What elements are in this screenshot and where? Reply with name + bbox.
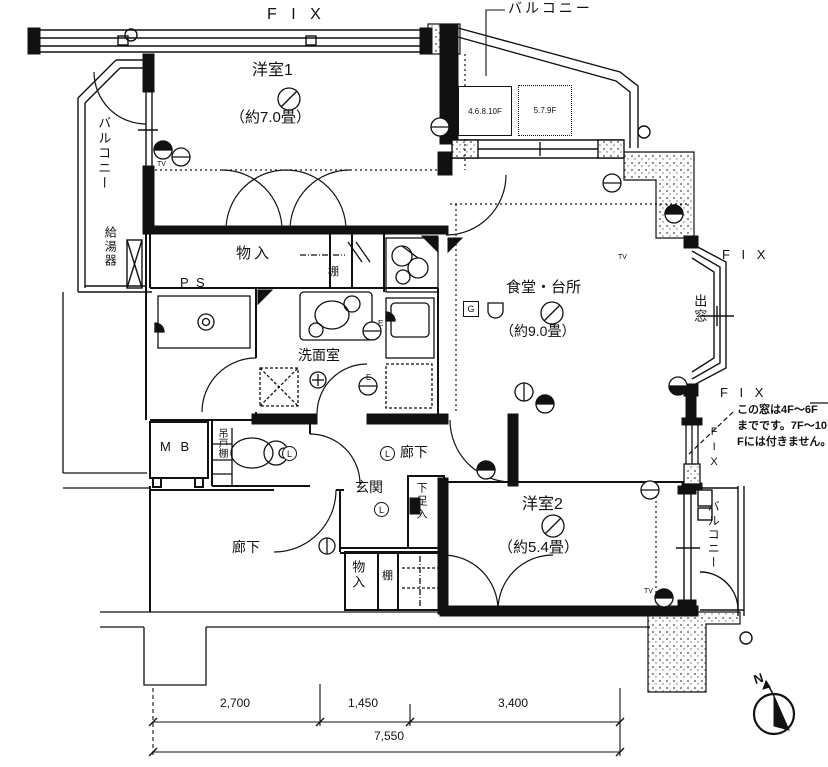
balcony-left-label: バルコニー	[96, 116, 112, 191]
fix-right-lower-label: F I X	[720, 385, 768, 400]
storage-top-label: 物入	[236, 245, 273, 262]
dim-seg2: 1,450	[348, 696, 379, 710]
fix-top-label: F I X	[267, 6, 326, 23]
ceiling-light-symbol	[277, 87, 565, 538]
floor-box-solid: 4.6.8.10F	[458, 86, 512, 136]
electrical-symbols	[153, 87, 688, 608]
dim-seg3: 3,400	[498, 696, 529, 710]
shelf-bottom-label: 棚	[382, 570, 393, 582]
fixtures	[154, 237, 504, 606]
dining-size: （約9.0畳）	[500, 323, 576, 339]
room2-name: 洋室2	[522, 496, 563, 513]
tv-label-3: TV	[644, 588, 653, 595]
genkan-label: 玄関	[355, 479, 383, 495]
site-outline	[62, 292, 828, 686]
tv-outlet-symbol	[153, 140, 684, 608]
door-arcs	[93, 71, 554, 611]
storage-bottom-label: 物入	[350, 560, 366, 590]
fix-window-top	[35, 29, 430, 53]
water-heater-label: 給湯器	[103, 226, 118, 268]
mb-label: M B	[160, 439, 193, 454]
corridor-label: 廊下	[232, 539, 260, 555]
ps-label: P S	[180, 275, 207, 290]
e-label-2: E	[366, 373, 372, 382]
bay-window-label: 出窓	[692, 294, 708, 324]
light-symbol-toilet: L	[282, 446, 297, 461]
light-symbol-genkan: L	[374, 502, 389, 517]
window-note: この窓は4F〜6F までです。7F〜10 Fには付きません。	[737, 403, 828, 451]
balcony-right-geometry	[676, 486, 753, 645]
hallway-label: 廊下	[400, 444, 428, 460]
room1-name: 洋室1	[252, 62, 293, 79]
balcony-left	[77, 28, 158, 293]
gas-outlet-symbol: G	[463, 301, 479, 317]
note-line-2: までです。7F〜10	[737, 419, 827, 432]
fix-right-vertical-label: FIX	[708, 426, 721, 471]
balcony-right-label: バルコニー	[706, 500, 721, 570]
tv-label-2: TV	[618, 254, 627, 261]
tv-label-1: TV	[157, 161, 166, 168]
hanging-cupboard-label: 吊戸棚	[216, 428, 227, 458]
shelf-top-label: 棚	[328, 266, 339, 278]
walls	[27, 23, 703, 617]
fix-right-upper-label: F I X	[722, 247, 770, 262]
room1-size: （約7.0畳）	[230, 109, 311, 126]
dining-name: 食堂・台所	[506, 279, 582, 296]
shoe-cabinet-label: 下足入	[415, 482, 428, 521]
balcony-top-right	[451, 9, 651, 159]
floor-box-dotted: 5.7.9F	[518, 85, 572, 136]
room2-size: （約5.4畳）	[498, 539, 579, 556]
balcony-top-label: バルコニー	[508, 0, 593, 16]
note-line-1: この窓は4F〜6F	[737, 404, 818, 416]
note-line-3: Fには付きません。	[737, 435, 828, 448]
partition-walls	[145, 234, 686, 612]
outlet-symbol	[318, 117, 688, 555]
dim-seg1: 2,700	[220, 696, 251, 710]
north-arrow	[752, 679, 796, 736]
light-symbol-hallway: L	[380, 446, 395, 461]
dimension-lines	[148, 684, 625, 757]
washroom-label: 洗面室	[298, 347, 340, 363]
dotted-lines	[150, 54, 734, 606]
dim-total: 7,550	[370, 729, 409, 744]
e-label-1: E	[378, 319, 384, 328]
fix-window-right	[683, 424, 701, 485]
bay-window	[691, 243, 734, 387]
